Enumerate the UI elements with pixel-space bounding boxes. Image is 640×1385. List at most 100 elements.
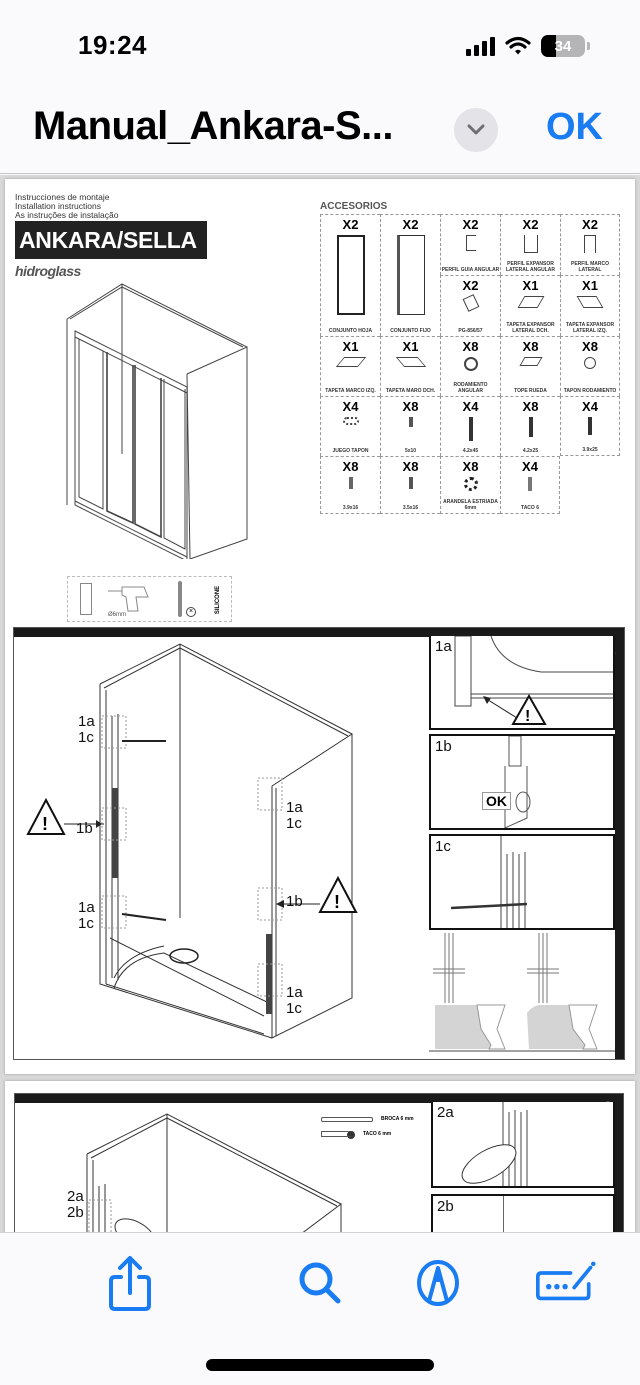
detail-2b: 2b — [431, 1194, 615, 1232]
warning-icon: ! — [26, 797, 66, 835]
door-panel-icon — [336, 235, 365, 315]
screw-icon — [468, 417, 473, 441]
cellular-signal-icon — [466, 36, 495, 56]
share-button[interactable] — [100, 1253, 160, 1313]
accessory-item: X1 TAPETA EXPANSOR LATERAL DCH. — [500, 275, 560, 336]
intro-text: Instrucciones de montaje Installation in… — [15, 192, 119, 220]
accessory-item: X1 TAPETA EXPANSOR LATERAL IZQ. — [560, 275, 620, 336]
svg-text:!: ! — [334, 892, 340, 912]
home-indicator[interactable] — [206, 1359, 434, 1371]
screw-icon — [348, 477, 353, 489]
share-icon — [109, 1256, 151, 1311]
fixed-panel-icon — [396, 235, 425, 315]
screwdriver-icon — [178, 581, 182, 617]
guide-profile-icon — [465, 235, 476, 251]
wall-plug-part: TACO 6 mm — [321, 1131, 391, 1137]
step-2-main-illustration — [86, 1113, 342, 1232]
accessories-grid: X2 CONJUNTO HOJA X2 CONJUNTO FIJO X2 PER… — [320, 214, 620, 514]
battery-percent: 34 — [554, 37, 572, 55]
warning-icon: ! — [318, 875, 358, 913]
search-icon — [299, 1262, 341, 1304]
accessory-item: X2 PG-856/57 — [440, 275, 500, 336]
accessory-item: X2 PERFIL GUIA ANGULAR — [440, 214, 500, 275]
no-symbol-icon: × — [186, 607, 196, 617]
done-button[interactable]: OK — [546, 106, 603, 148]
callout-1b: 1b — [286, 893, 303, 910]
drill-icon — [108, 586, 149, 612]
wall-plug-icon — [528, 477, 532, 491]
svg-text:!: ! — [525, 708, 530, 725]
svg-text:!: ! — [42, 814, 48, 834]
level-icon — [80, 583, 92, 615]
accessory-item: X2 CONJUNTO HOJA — [320, 214, 380, 336]
serrated-washer-icon — [463, 477, 478, 491]
accessories-title: ACCESORIOS — [320, 201, 388, 212]
screw-icon — [408, 477, 413, 489]
detail-1c: 1c — [429, 834, 615, 930]
accessory-item: X8 RODAMIENTO ANGULAR — [440, 336, 500, 396]
search-button[interactable] — [290, 1253, 350, 1313]
wifi-icon — [505, 36, 531, 55]
accessory-item: X2 PERFIL EXPANSOR LATERAL ANGULAR — [500, 214, 560, 275]
silicone-tube-icon: SILICONE — [215, 585, 222, 615]
accessory-item: X8 4.2x25 — [500, 396, 560, 456]
accessory-item: X8 3.9x16 — [320, 456, 380, 514]
cover-plate-icon — [335, 357, 366, 367]
nav-bar: Manual_Ankara-S... OK — [0, 90, 640, 174]
markup-button[interactable] — [408, 1253, 468, 1313]
required-tools: Ø6mm × SILICONE — [67, 576, 232, 622]
battery-icon: 34 — [541, 35, 585, 57]
step-1-main-illustration: ! ! — [26, 643, 358, 1039]
accessory-item: X4 TACO 6 — [500, 456, 560, 514]
drill-bit-size: Ø6mm — [108, 612, 126, 618]
accessory-item: X4 JUEGO TAPON — [320, 396, 380, 456]
screw-icon — [528, 417, 533, 437]
markup-pen-icon — [417, 1260, 459, 1306]
end-cap-icon — [576, 296, 604, 308]
status-time: 19:24 — [78, 30, 147, 60]
cap-set-icon — [342, 417, 359, 425]
detail-1b: 1b OK — [429, 734, 615, 830]
accessory-item: X8 TOPE RUEDA — [500, 336, 560, 396]
detail-2a: 2a — [431, 1102, 615, 1188]
callout-1b: 1b — [76, 820, 93, 837]
status-icons: 34 — [466, 35, 590, 57]
drill-bit-part: BROCA 6 mm — [321, 1116, 414, 1122]
detail-1b-illustration — [504, 736, 531, 828]
fill-and-sign-button[interactable] — [536, 1253, 596, 1313]
document-title[interactable]: Manual_Ankara-S... — [33, 104, 394, 148]
status-bar: 19:24 34 — [0, 0, 640, 90]
screw-icon — [408, 417, 413, 427]
signature-icon — [536, 1261, 596, 1301]
bottom-toolbar — [0, 1232, 640, 1385]
roller-bearing-icon — [463, 357, 478, 371]
accessory-item: X2 PERFIL MARCO LATERAL — [560, 214, 620, 275]
screw-icon — [588, 417, 592, 435]
cover-plate-icon — [395, 357, 426, 367]
ok-tag: OK — [482, 792, 511, 810]
pdf-page-1: Instrucciones de montaje Installation in… — [5, 179, 635, 1074]
detail-1a-illustration: ! — [454, 636, 613, 725]
accessories-panel: ACCESORIOS X2 CONJUNTO HOJA X2 CONJUNTO … — [320, 201, 620, 514]
wheel-stop-icon — [518, 357, 543, 366]
detail-2a-illustration — [461, 1102, 528, 1186]
accessory-item: X8 3.5x16 — [380, 456, 440, 514]
connector-piece-icon — [462, 294, 479, 312]
accessory-item: X8 TAPON RODAMIENTO — [560, 336, 620, 396]
pdf-viewport[interactable]: Instrucciones de montaje Installation in… — [0, 175, 640, 1232]
detail-1c-illustration — [450, 836, 528, 928]
title-menu-button[interactable] — [454, 108, 498, 152]
accessory-item: X1 TAPETA MARO DCH. — [380, 336, 440, 396]
accessory-item: X8 ARANDELA ESTRIADA 6mm — [440, 456, 500, 514]
expander-profile-icon — [523, 235, 538, 253]
wall-plug-icon — [321, 1131, 355, 1137]
step-1-frame: 1 — [13, 627, 625, 1060]
accessory-item: X8 5x10 — [380, 396, 440, 456]
accessory-item: X2 CONJUNTO FIJO — [380, 214, 440, 336]
frame-profile-icon — [584, 235, 596, 253]
